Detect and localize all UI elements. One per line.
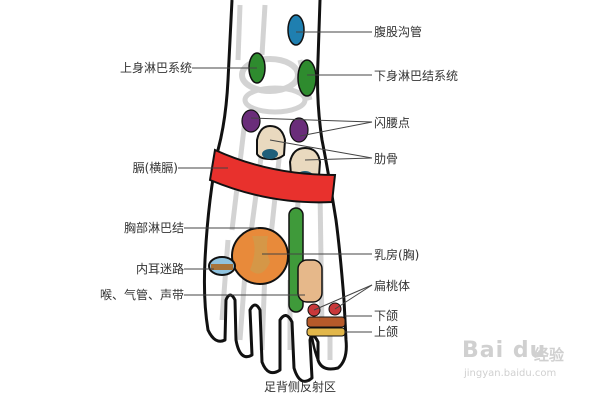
diaphragm-zone [208,148,337,204]
label-breast: 乳房(胸) [374,248,420,262]
breast-zone [297,259,323,303]
watermark: Bai du 经验 jingyan.baidu.com [462,334,582,384]
groin-zone [287,14,305,46]
lower-lymph-zone [297,59,317,97]
lumbar-zone-left [241,109,261,133]
lower-jaw-zone [306,316,346,328]
label-groin: 腹股沟管 [374,25,423,39]
label-diaphragm: 膈(横膈) [132,161,178,175]
foot-outline [202,0,348,383]
label-lower-lymph: 下身淋巴结系统 [374,69,459,83]
watermark-brand: Bai du [462,338,547,363]
label-lower-jaw: 下颌 [374,309,399,323]
label-ribs: 肋骨 [374,152,399,166]
watermark-cn: 经验 [534,346,565,364]
label-inner-ear: 内耳迷路 [135,262,184,276]
lumbar-zone-right [289,117,309,143]
leader-lines [178,31,373,333]
label-tonsils: 扁桃体 [374,279,411,293]
label-lumbar: 闪腰点 [374,116,411,130]
diagram-caption: 足背侧反射区 [263,380,336,394]
label-chest-lymph: 胸部淋巴结 [123,221,184,235]
label-upper-jaw: 上颌 [374,325,399,339]
watermark-url: jingyan.baidu.com [464,368,557,379]
label-upper-lymph: 上身淋巴系统 [119,61,192,75]
label-throat: 喉、气管、声带 [99,288,184,302]
upper-jaw-zone [306,327,346,337]
